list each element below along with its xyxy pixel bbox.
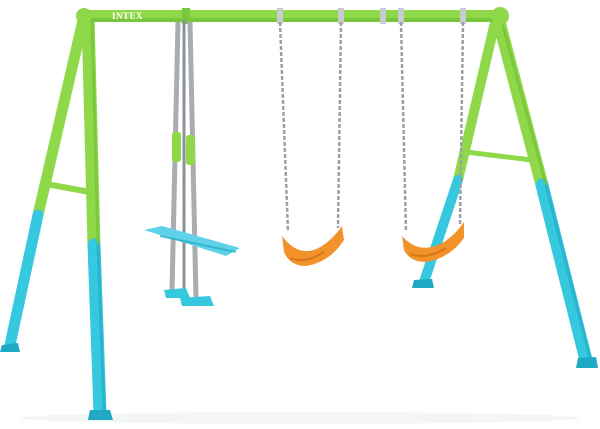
glider-footrest-left	[164, 288, 190, 298]
glider-footrest-right	[180, 296, 214, 306]
glider-grip-right	[186, 135, 195, 165]
swing-1-chain-left	[278, 21, 290, 233]
left-rear-foot	[0, 343, 20, 352]
left-front-foot	[88, 410, 113, 420]
ground-shadow	[20, 412, 580, 424]
left-front-leg-blue	[87, 238, 107, 419]
glider-grip-left	[172, 132, 181, 162]
swing-2-chain-right	[458, 21, 465, 225]
left-rear-leg-blue	[4, 209, 44, 351]
right-rear-foot	[576, 357, 598, 368]
belt-swing-1	[278, 21, 344, 266]
glider-seat-deck	[144, 226, 240, 256]
right-front-foot	[412, 279, 434, 288]
swing-2-chain-left	[399, 21, 408, 233]
left-a-frame	[0, 9, 113, 420]
swing-2-seat	[402, 222, 464, 262]
belt-swing-2	[399, 21, 465, 262]
brand-label: INTEX	[112, 11, 143, 21]
right-rear-leg-green	[491, 11, 549, 192]
right-rear-leg-blue	[535, 178, 593, 367]
two-seat-glider	[144, 20, 240, 306]
right-front-leg-blue	[419, 175, 463, 287]
right-a-frame	[412, 11, 598, 368]
left-cross-brace	[43, 181, 93, 195]
swing-1-seat	[282, 226, 344, 266]
left-front-leg-green	[81, 9, 101, 252]
top-bar: INTEX	[76, 7, 509, 25]
right-cross-brace	[463, 149, 535, 163]
swing-1-chain-right	[336, 21, 343, 229]
